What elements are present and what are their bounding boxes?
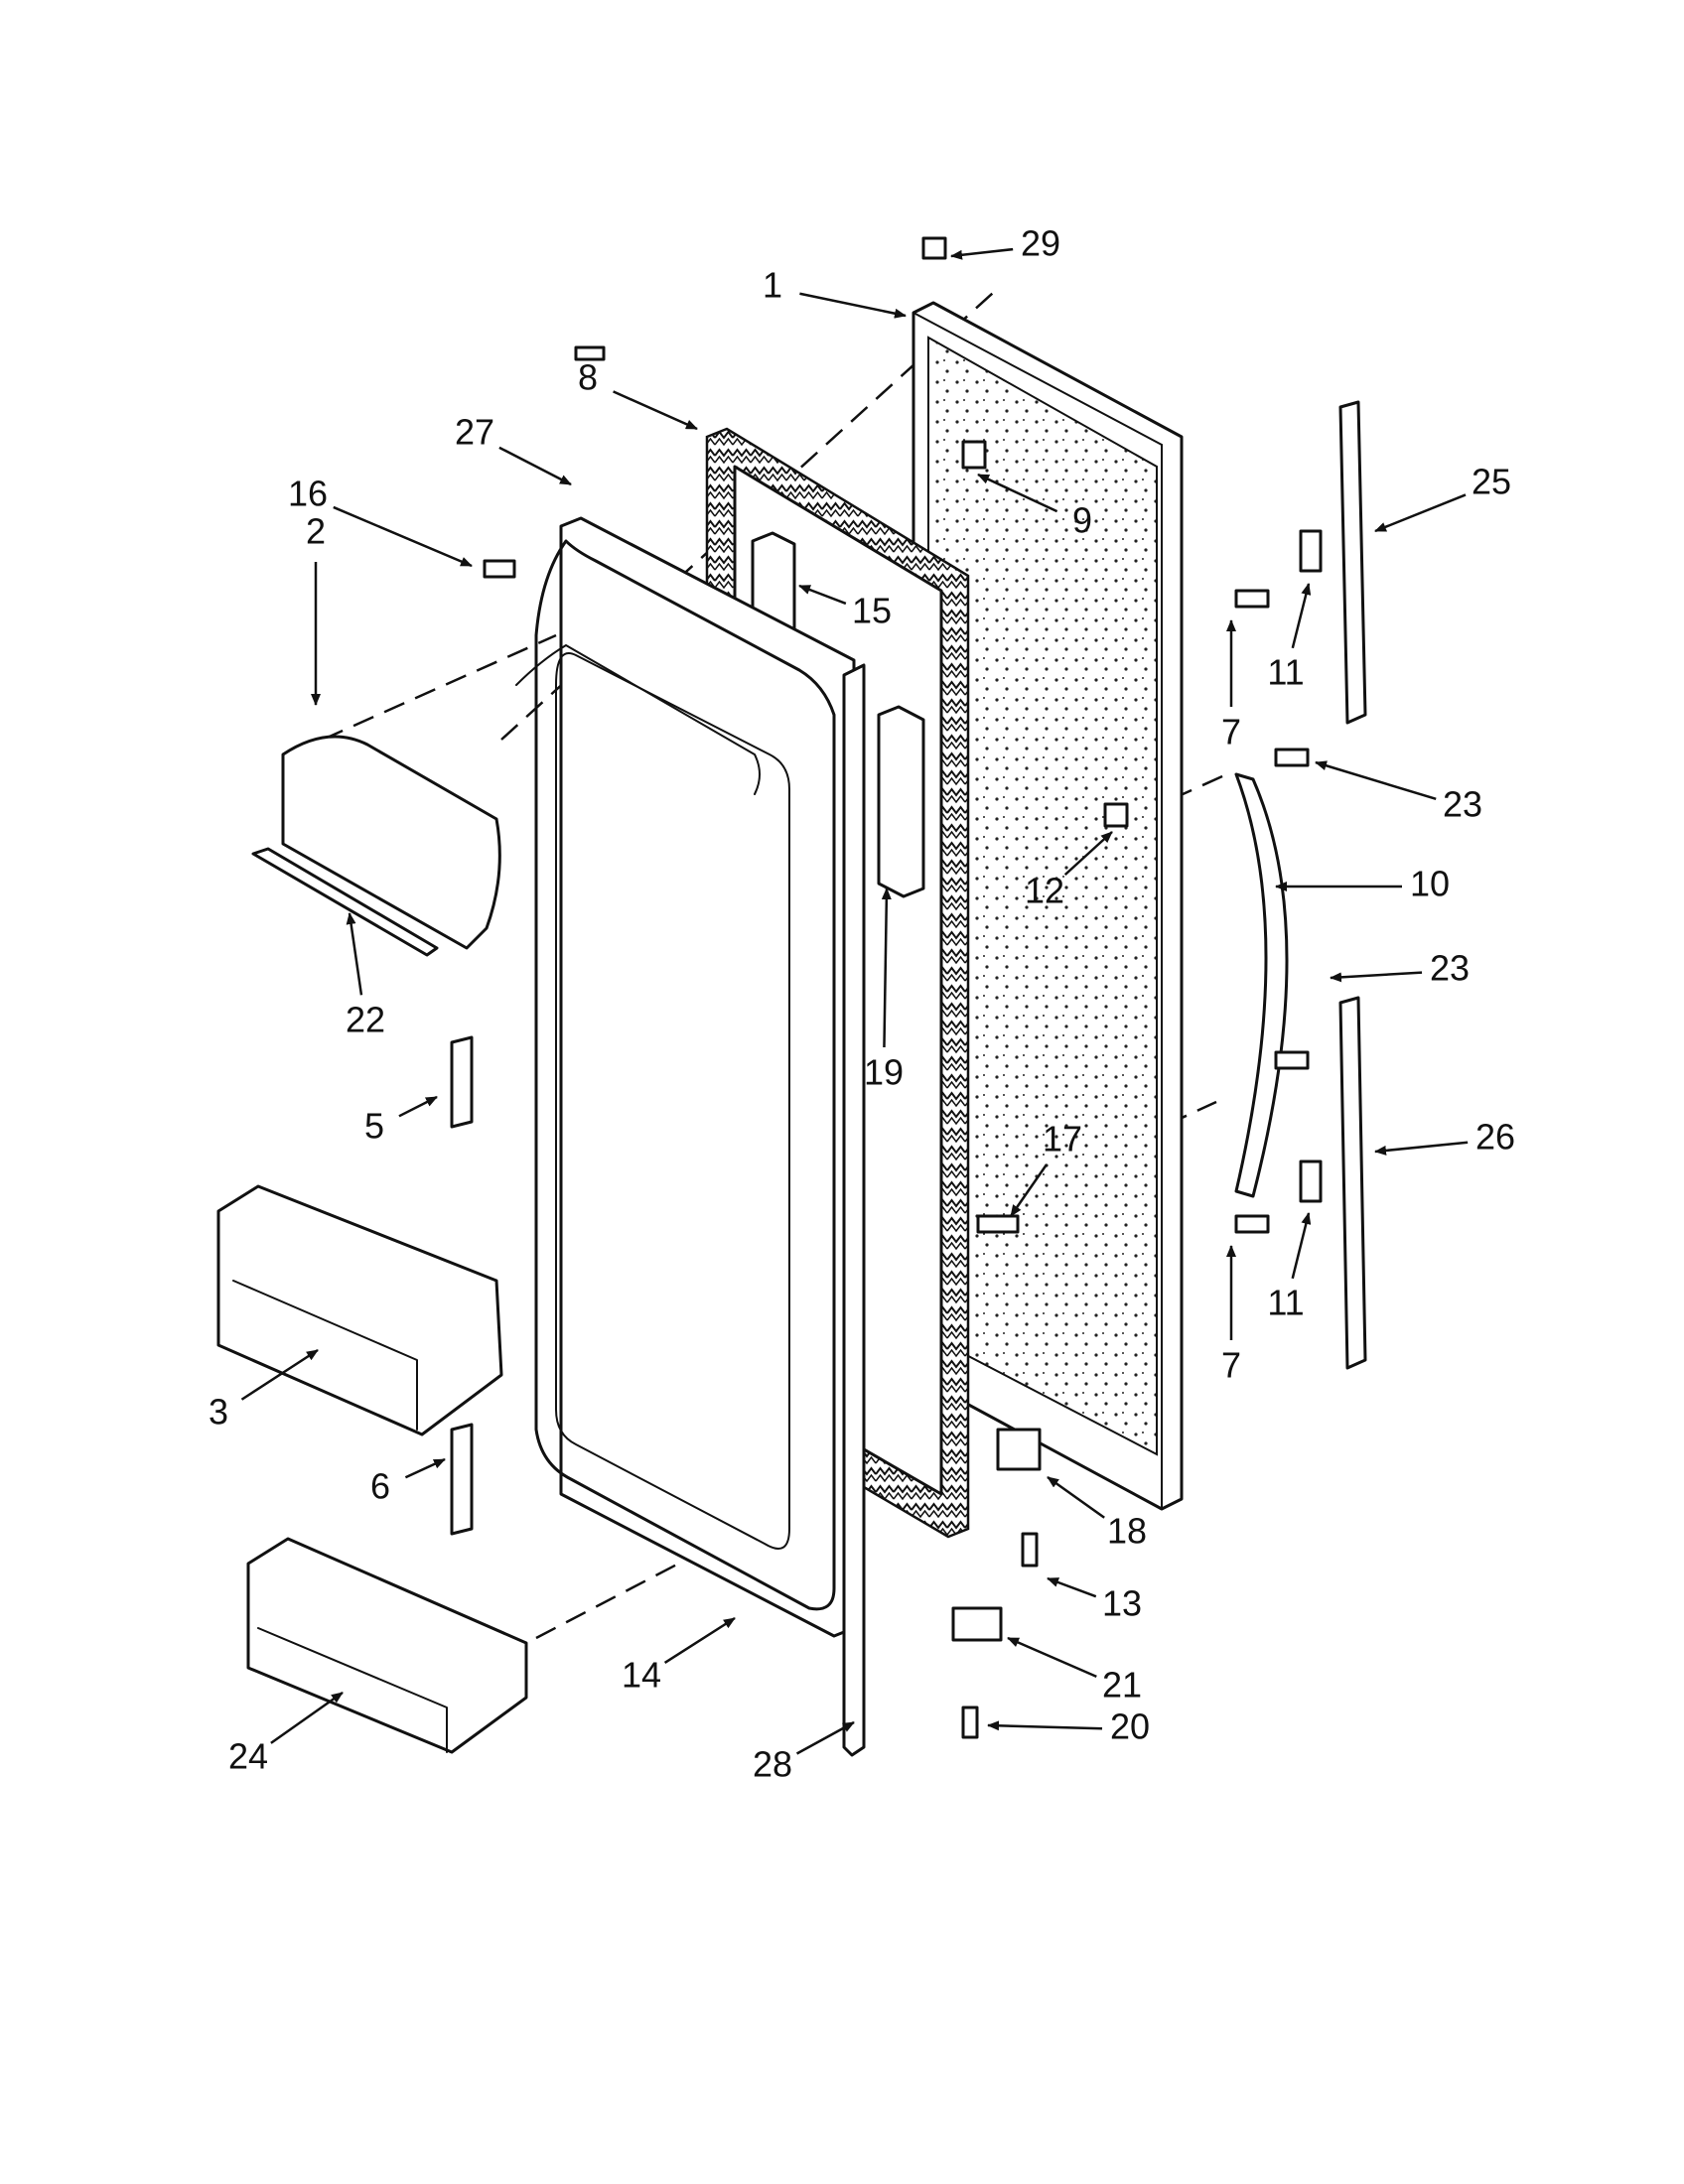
leader-line-8 xyxy=(613,390,698,431)
callout-21: 21 xyxy=(1102,1665,1142,1706)
leader-line-17 xyxy=(1009,1163,1049,1217)
callout-23: 23 xyxy=(1430,948,1470,989)
leader-line-23 xyxy=(1315,760,1437,801)
leader-line-3 xyxy=(240,1348,319,1401)
callout-17: 17 xyxy=(1043,1119,1082,1160)
callout-12: 12 xyxy=(1025,871,1064,911)
door-handle xyxy=(1234,772,1289,1198)
callout-18: 18 xyxy=(1107,1511,1147,1552)
callout-25: 25 xyxy=(1472,462,1511,502)
leader-lines xyxy=(240,247,1469,1755)
screw-upper-part-7 xyxy=(1234,589,1270,609)
dispenser-trim xyxy=(251,847,439,957)
leader-line-12 xyxy=(1063,831,1113,877)
callout-2: 2 xyxy=(306,511,326,552)
callout-7: 7 xyxy=(1221,1345,1241,1386)
leader-line-14 xyxy=(663,1616,736,1664)
callout-27: 27 xyxy=(455,412,494,453)
callout-9: 9 xyxy=(1072,500,1092,541)
leader-line-20 xyxy=(987,1720,1103,1731)
hardware-parts xyxy=(483,236,1323,1739)
leader-line-18 xyxy=(1047,1475,1105,1519)
leader-line-23 xyxy=(1330,971,1423,983)
callout-14: 14 xyxy=(622,1655,661,1696)
screw-lower-part-23 xyxy=(1274,1050,1310,1070)
callout-15: 15 xyxy=(852,591,892,631)
leader-line-25 xyxy=(1374,493,1467,533)
leader-line-5 xyxy=(398,1095,438,1118)
leader-line-19 xyxy=(881,887,892,1048)
callout-labels: 1235677891011111213141516171819202122232… xyxy=(209,223,1515,1785)
leader-line-28 xyxy=(795,1720,855,1755)
callout-23: 23 xyxy=(1443,784,1482,825)
callout-3: 3 xyxy=(209,1392,228,1433)
screw-part-13 xyxy=(1021,1532,1039,1568)
callout-20: 20 xyxy=(1110,1706,1150,1747)
callout-8: 8 xyxy=(578,357,598,398)
plug-part-29 xyxy=(921,236,947,260)
clip-upper-part-11 xyxy=(1299,529,1323,573)
callout-26: 26 xyxy=(1475,1117,1515,1158)
callout-6: 6 xyxy=(370,1466,390,1507)
inner-door-liner xyxy=(515,516,856,1638)
callout-16: 16 xyxy=(288,474,328,514)
hinge-bracket-part-21 xyxy=(951,1606,1003,1642)
leader-line-26 xyxy=(1374,1141,1469,1156)
callout-5: 5 xyxy=(364,1106,384,1147)
bracket-part-17 xyxy=(976,1214,1020,1234)
leader-line-1 xyxy=(799,292,907,319)
door-trim-strip xyxy=(842,663,866,1757)
callout-28: 28 xyxy=(753,1744,792,1785)
screw-part-20 xyxy=(961,1706,979,1739)
leader-line-6 xyxy=(404,1457,446,1479)
plug-part-9 xyxy=(961,440,987,470)
door-shelf-bin-lower xyxy=(246,1537,528,1754)
dispenser-cover xyxy=(281,735,501,950)
leader-line-13 xyxy=(1047,1576,1097,1598)
leader-line-9 xyxy=(977,473,1058,513)
screw-part-16 xyxy=(483,559,516,579)
leader-line-29 xyxy=(950,247,1014,260)
callout-29: 29 xyxy=(1021,223,1060,264)
clip-part-12 xyxy=(1103,802,1129,828)
outer-door-panel xyxy=(912,301,1184,1511)
leader-line-15 xyxy=(798,584,847,606)
leader-line-27 xyxy=(498,446,572,486)
clip-lower-part-11 xyxy=(1299,1160,1323,1203)
leader-line-16 xyxy=(333,505,473,568)
leader-line-21 xyxy=(1007,1636,1097,1678)
callout-22: 22 xyxy=(346,1000,385,1040)
clip-part-27 xyxy=(574,345,606,361)
handle-trim-rails xyxy=(1338,400,1367,1370)
leader-line-11 xyxy=(1291,583,1312,649)
screw-upper-part-23 xyxy=(1274,748,1310,767)
callout-11: 11 xyxy=(1267,652,1304,693)
leader-line-11 xyxy=(1291,1212,1312,1280)
shelf-brackets xyxy=(450,1035,474,1536)
callout-19: 19 xyxy=(864,1052,904,1093)
callout-1: 1 xyxy=(763,265,782,306)
callout-24: 24 xyxy=(228,1736,268,1777)
hinge-part-18 xyxy=(996,1428,1042,1471)
callout-11: 11 xyxy=(1267,1283,1304,1323)
door-shelf-bin-upper xyxy=(216,1184,503,1436)
leader-line-22 xyxy=(346,912,363,996)
screw-lower-part-7 xyxy=(1234,1214,1270,1234)
callout-13: 13 xyxy=(1102,1583,1142,1624)
callout-7: 7 xyxy=(1221,712,1241,752)
leader-line-24 xyxy=(270,1691,344,1744)
callout-10: 10 xyxy=(1410,864,1450,904)
